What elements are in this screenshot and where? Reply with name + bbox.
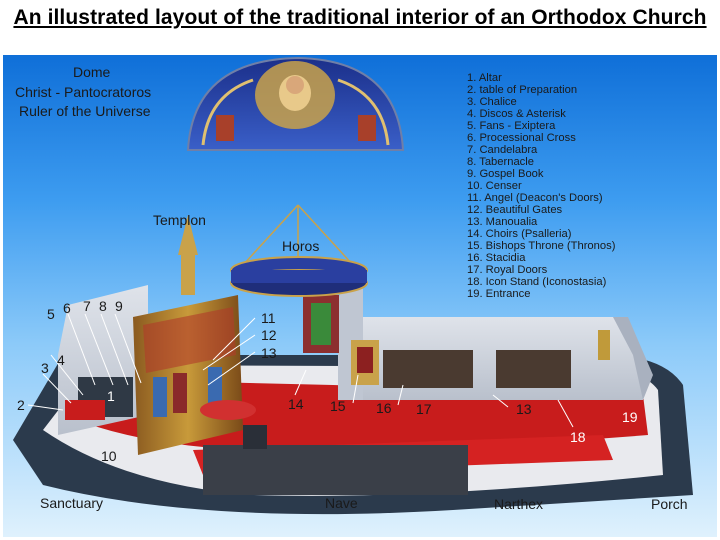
- marker-2: 2: [17, 397, 25, 413]
- legend-item: 9. Gospel Book: [467, 168, 544, 180]
- illustration-panel: Dome Christ - Pantocratoros Ruler of the…: [3, 55, 717, 537]
- dome-line-1: Christ - Pantocratoros: [15, 84, 151, 100]
- legend-item: 2. table of Preparation: [467, 84, 577, 96]
- legend-item: 7. Candelabra: [467, 144, 538, 156]
- legend-item: 8. Tabernacle: [467, 156, 534, 168]
- marker-8: 8: [99, 298, 107, 314]
- legend-item: 12. Beautiful Gates: [467, 204, 563, 216]
- marker-15: 15: [330, 398, 346, 414]
- marker-10: 10: [101, 448, 117, 464]
- marker-19: 19: [622, 409, 638, 425]
- marker-3: 3: [41, 360, 49, 376]
- leader-lines: [27, 313, 574, 428]
- marker-18: 18: [570, 429, 586, 445]
- label-nave: Nave: [325, 495, 358, 511]
- church-illustration: Dome Christ - Pantocratoros Ruler of the…: [13, 56, 693, 515]
- marker-16: 16: [376, 400, 392, 416]
- marker-4: 4: [57, 352, 65, 368]
- iconostasis: [133, 215, 243, 455]
- legend-item: 11. Angel (Deacon's Doors): [467, 192, 603, 204]
- legend-item: 13. Manoualia: [467, 216, 538, 228]
- marker-1: 1: [107, 388, 115, 404]
- legend-item: 16. Stacidia: [467, 252, 526, 264]
- dome: [186, 56, 405, 151]
- legend-item: 6. Processional Cross: [467, 132, 576, 144]
- legend-item: 5. Fans - Exiptera: [467, 120, 556, 132]
- legend-item: 19. Entrance: [467, 288, 530, 300]
- legend-item: 17. Royal Doors: [467, 264, 548, 276]
- horos-chandelier: [230, 204, 368, 297]
- label-horos: Horos: [282, 238, 319, 254]
- marker-6: 6: [63, 300, 71, 316]
- marker-13-narthex: 13: [516, 401, 532, 417]
- marker-17: 17: [416, 401, 432, 417]
- legend-item: 15. Bishops Throne (Thronos): [467, 240, 616, 252]
- marker-7: 7: [83, 298, 91, 314]
- label-porch: Porch: [651, 496, 688, 512]
- label-narthex: Narthex: [494, 496, 543, 512]
- altar-area: [65, 377, 256, 420]
- legend-item: 18. Icon Stand (Iconostasia): [467, 276, 607, 288]
- label-templon: Templon: [153, 212, 206, 228]
- legend-item: 14. Choirs (Psalleria): [467, 228, 572, 240]
- dome-line-2: Ruler of the Universe: [19, 103, 151, 119]
- label-sanctuary: Sanctuary: [40, 495, 103, 511]
- legend-item: 1. Altar: [467, 72, 502, 84]
- legend-item: 4. Discos & Asterisk: [467, 108, 566, 120]
- marker-9: 9: [115, 298, 123, 314]
- marker-12: 12: [261, 327, 277, 343]
- marker-11: 11: [261, 310, 276, 326]
- dome-heading: Dome: [73, 64, 111, 80]
- page-title: An illustrated layout of the traditional…: [13, 6, 707, 29]
- stasidia: [203, 340, 571, 495]
- legend-item: 10. Censer: [467, 180, 522, 192]
- marker-13: 13: [261, 345, 277, 361]
- legend-item: 3. Chalice: [467, 96, 517, 108]
- legend: 1. Altar 2. table of Preparation 3. Chal…: [467, 72, 616, 300]
- marker-5: 5: [47, 306, 55, 322]
- marker-14: 14: [288, 396, 304, 412]
